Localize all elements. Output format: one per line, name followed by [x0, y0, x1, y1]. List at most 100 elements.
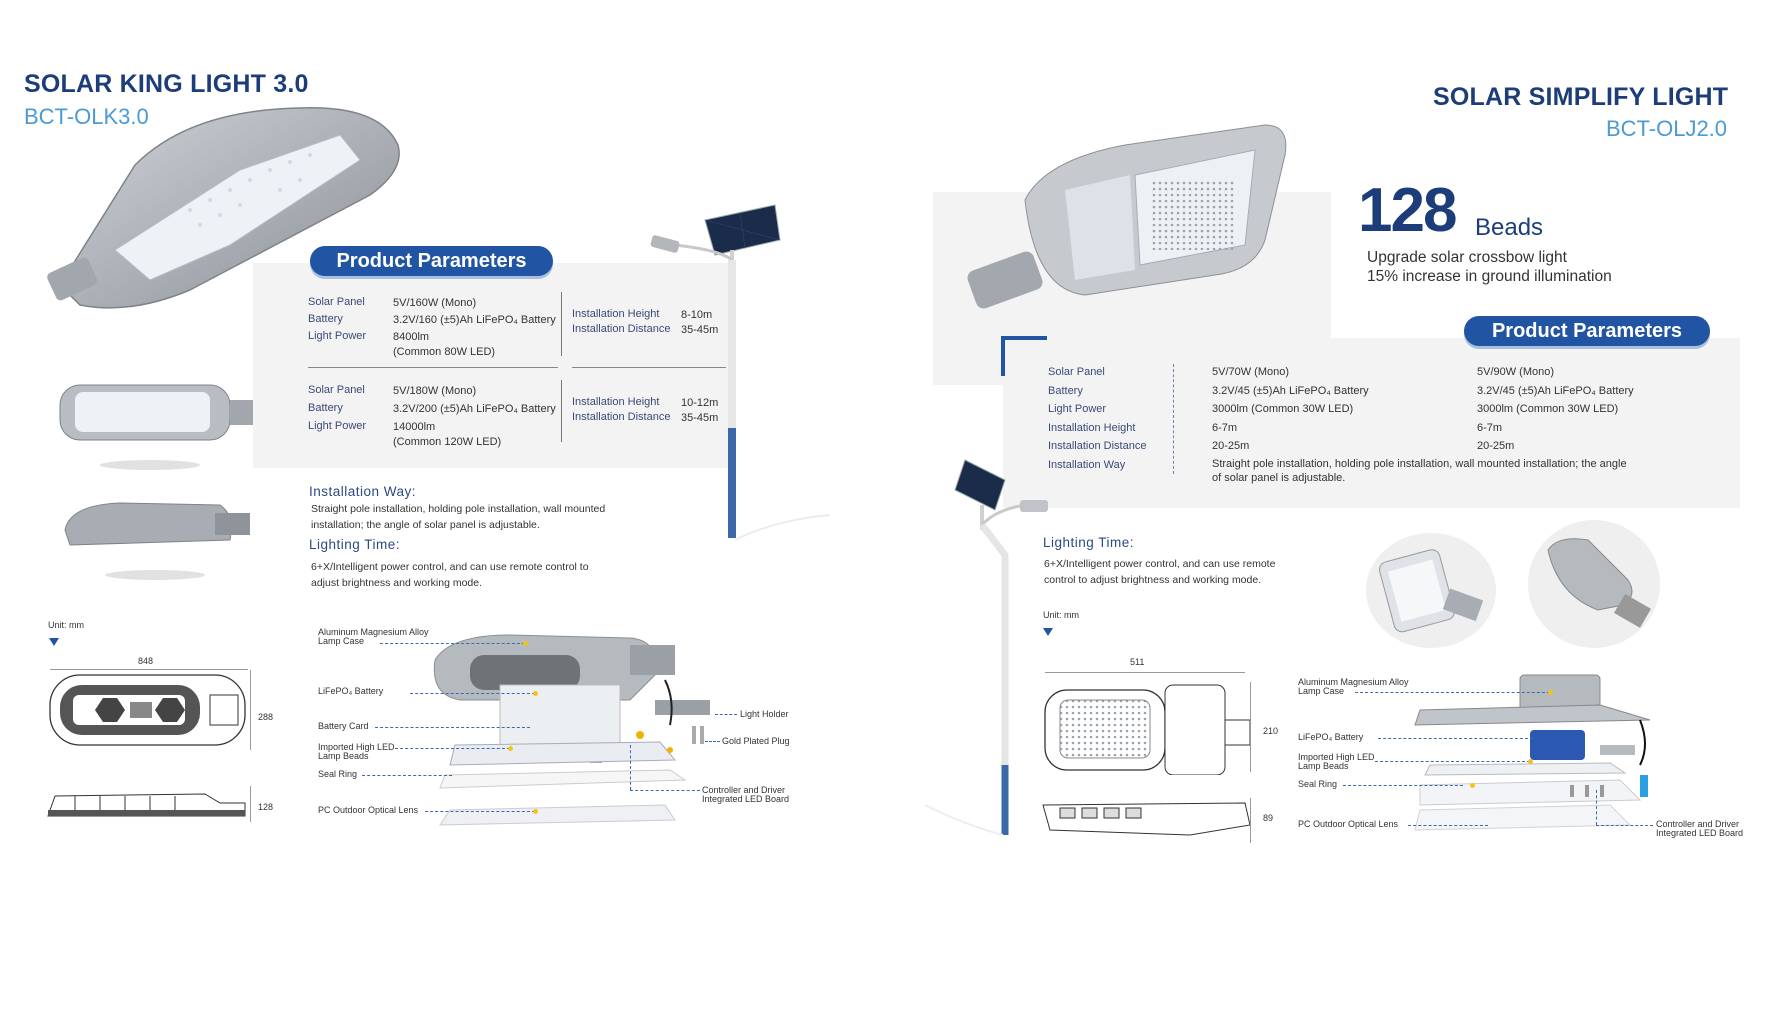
left-unit-label: Unit: mm [48, 620, 84, 630]
right-callout-lens-line [1408, 825, 1488, 826]
right-unit-triangle-icon [1043, 628, 1053, 636]
left-callout-plug-line [705, 741, 720, 742]
right-callout-seal-line [1343, 785, 1463, 786]
left-params-separator-b [572, 367, 726, 368]
left-group2-install-values: 10-12m 35-45m [681, 397, 719, 424]
right-callout-seal: Seal Ring [1298, 779, 1338, 789]
right-params-divider [1173, 364, 1174, 474]
left-callout-holder-line [715, 714, 737, 715]
right-callout-lens: PC Outdoor Optical Lens [1298, 819, 1399, 829]
left-callout-led-dot [508, 746, 513, 751]
left-install-heading: Installation Way: [309, 484, 417, 499]
left-callout-holder: Light Holder [740, 709, 789, 719]
left-dim-length: 848 [138, 656, 154, 666]
left-callout-battery: LiFePO₄ Battery [318, 686, 384, 696]
left-callout-battery-line [410, 693, 535, 694]
left-group2-install-labels: Installation Height Installation Distanc… [572, 396, 671, 423]
right-callout-case-line [1355, 692, 1550, 693]
left-callout-case-dot [523, 641, 528, 646]
left-product-title: SOLAR KING LIGHT 3.0 [24, 70, 309, 98]
right-callout-case-dot [1548, 690, 1553, 695]
left-group2-divider [561, 380, 562, 442]
right-callout-battery: LiFePO₄ Battery [1298, 732, 1364, 742]
left-side-dimension-drawing [47, 793, 246, 817]
right-lamp-back-thumb [1528, 520, 1660, 648]
right-callout-seal-dot [1470, 783, 1475, 788]
left-lighting-text: 6+X/Intelligent power control, and can u… [311, 561, 589, 589]
left-dim-height: 128 [258, 802, 274, 812]
right-lighting-heading: Lighting Time: [1043, 535, 1135, 550]
right-side-dimension-drawing [1042, 802, 1251, 836]
left-callout-case: Aluminum Magnesium Alloy Lamp Case [318, 627, 429, 646]
left-group1-install-values: 8-10m 35-45m [681, 309, 719, 336]
left-group1-divider [561, 292, 562, 356]
left-callout-controller-vline [630, 745, 631, 790]
right-product-model: BCT-OLJ2.0 [1606, 116, 1728, 141]
left-callout-seal-line [362, 775, 452, 776]
right-callout-battery-line [1378, 738, 1533, 739]
left-callout-case-line [380, 643, 525, 644]
left-dim-width: 288 [258, 712, 274, 722]
right-params-col1: 5V/70W (Mono) 3.2V/45 (±5)Ah LiFePO₄ Bat… [1212, 366, 1369, 452]
right-dim-width-line [1250, 682, 1251, 772]
right-params-labels: Solar Panel Battery Light Power Installa… [1048, 366, 1147, 471]
left-callout-lens: PC Outdoor Optical Lens [318, 805, 419, 815]
left-dim-width-line [250, 670, 251, 750]
right-callout-controller-vline [1596, 790, 1597, 825]
left-callout-card-line [375, 727, 530, 728]
left-callout-plug: Gold Plated Plug [722, 736, 790, 746]
right-lamp-front-thumb [1366, 533, 1496, 648]
right-beads-number: 128 [1358, 176, 1457, 245]
left-group1-values: 5V/160W (Mono) 3.2V/160 (±5)Ah LiFePO₄ B… [393, 297, 556, 358]
right-callout-case: Aluminum Magnesium Alloy Lamp Case [1298, 677, 1409, 696]
right-solar-pole-image [925, 459, 1048, 836]
left-unit-triangle-icon [49, 638, 59, 646]
left-callout-controller-line [630, 790, 700, 791]
right-top-dimension-drawing [1044, 684, 1251, 775]
left-lamp-top-view-image [59, 384, 255, 470]
left-group1-install-labels: Installation Height Installation Distanc… [572, 308, 671, 335]
right-dim-height: 89 [1263, 813, 1274, 823]
right-lighting-text: 6+X/Intelligent power control, and can u… [1044, 558, 1276, 586]
right-params-panel [1003, 338, 1740, 508]
left-params-panel [253, 263, 728, 468]
left-install-text: Straight pole installation, holding pole… [311, 503, 606, 531]
right-dim-width: 210 [1263, 726, 1279, 736]
right-callout-led-dot [1528, 759, 1533, 764]
right-beads-word: Beads [1475, 214, 1544, 241]
left-lamp-main-image [47, 107, 400, 309]
left-product-model: BCT-OLK3.0 [24, 104, 149, 129]
right-lamp-main-image [967, 124, 1287, 309]
left-callout-controller: Controller and Driver Integrated LED Boa… [702, 785, 790, 804]
right-product-title: SOLAR SIMPLIFY LIGHT [1433, 83, 1729, 111]
left-callout-seal: Seal Ring [318, 769, 358, 779]
left-callout-card: Battery Card [318, 721, 369, 731]
right-callout-led: Imported High LED Lamp Beads [1298, 752, 1375, 771]
left-callout-battery-dot [533, 691, 538, 696]
left-exploded-view-image [433, 634, 710, 826]
right-params-col2: 5V/90W (Mono) 3.2V/45 (±5)Ah LiFePO₄ Bat… [1477, 366, 1634, 452]
left-dim-length-line [50, 669, 248, 670]
left-lighting-heading: Lighting Time: [309, 537, 401, 552]
right-params-corner-accent [1001, 336, 1047, 376]
left-callout-lens-dot [533, 809, 538, 814]
left-group1-labels: Solar Panel Battery Light Power [308, 296, 367, 342]
right-tagline: Upgrade solar crossbow light 15% increas… [1367, 249, 1612, 285]
left-group2-values: 5V/180W (Mono) 3.2V/200 (±5)Ah LiFePO₄ B… [393, 385, 556, 448]
left-params-separator-a [308, 367, 558, 368]
left-callout-led-line [395, 748, 510, 749]
right-callout-led-line [1375, 761, 1530, 762]
left-lamp-side-view-image [64, 502, 250, 580]
right-dim-height-line [1250, 798, 1251, 843]
right-install-way-text: Straight pole installation, holding pole… [1212, 458, 1627, 484]
right-params-heading: Product Parameters [1464, 316, 1710, 346]
left-top-dimension-drawing [49, 674, 246, 746]
right-exploded-view-image [1414, 674, 1651, 831]
left-params-heading: Product Parameters [310, 246, 553, 276]
right-unit-label: Unit: mm [1043, 610, 1079, 620]
left-dim-height-line [250, 786, 251, 822]
left-callout-led: Imported High LED Lamp Beads [318, 742, 395, 761]
left-group2-labels: Solar Panel Battery Light Power [308, 384, 367, 432]
right-callout-controller: Controller and Driver Integrated LED Boa… [1656, 819, 1744, 838]
left-callout-lens-line [425, 811, 535, 812]
